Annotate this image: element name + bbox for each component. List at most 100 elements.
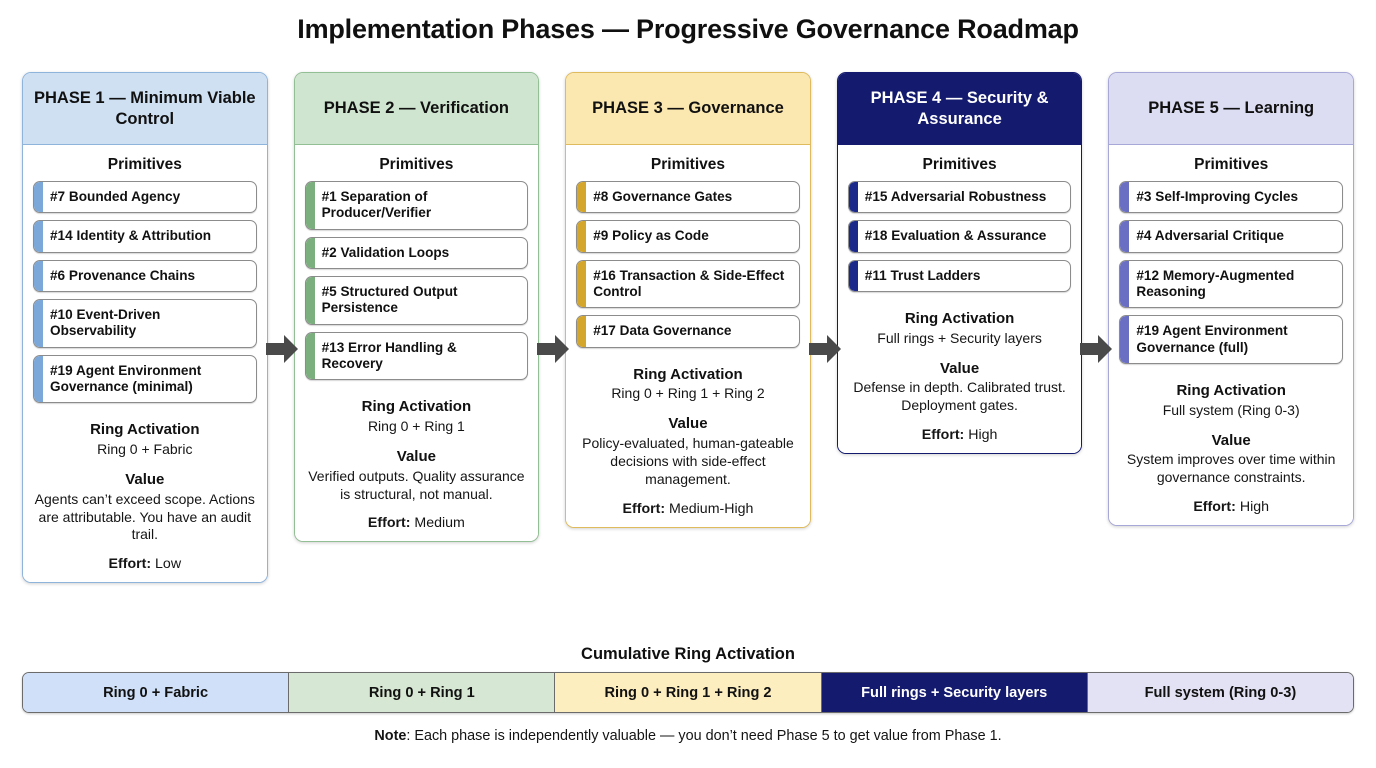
primitive-accent-bar bbox=[305, 276, 315, 324]
effort-label: Effort: bbox=[1193, 499, 1236, 516]
effort-row: Effort: Medium-High bbox=[576, 501, 800, 517]
primitive-chip[interactable]: #16 Transaction & Side-Effect Control bbox=[576, 259, 800, 309]
ring-activation-value: Full system (Ring 0-3) bbox=[1162, 401, 1300, 418]
primitive-label: #16 Transaction & Side-Effect Control bbox=[593, 267, 785, 299]
primitive-chip[interactable]: #15 Adversarial Robustness bbox=[847, 181, 1072, 214]
primitive-label: #6 Provenance Chains bbox=[50, 267, 196, 283]
primitive-label: #4 Adversarial Critique bbox=[1136, 228, 1284, 244]
effort-label: Effort: bbox=[622, 500, 666, 517]
primitive-accent-bar bbox=[1120, 260, 1130, 308]
phase-header-3: PHASE 3 — Governance bbox=[566, 73, 810, 145]
primitive-accent-bar bbox=[577, 182, 587, 213]
primitive-accent-bar bbox=[34, 182, 43, 213]
primitive-chip[interactable]: #7 Bounded Agency bbox=[33, 181, 257, 214]
primitive-chip[interactable]: #19 Agent Environment Governance (minima… bbox=[33, 354, 257, 404]
cumulative-segment-5[interactable]: Full system (Ring 0-3) bbox=[1087, 673, 1353, 712]
primitive-accent-bar bbox=[305, 182, 315, 229]
phase-body-1: Primitives#7 Bounded Agency#14 Identity … bbox=[23, 145, 267, 583]
primitive-label: #1 Separation of Producer/Verifier bbox=[321, 189, 432, 221]
phase-connector-1 bbox=[265, 72, 298, 630]
ring-activation-heading: Ring Activation bbox=[1176, 381, 1286, 399]
ring-activation-value: Ring 0 + Ring 1 + Ring 2 bbox=[611, 385, 765, 402]
primitive-chip[interactable]: #4 Adversarial Critique bbox=[1119, 220, 1343, 253]
arrow-right-icon bbox=[808, 335, 841, 363]
primitive-chip[interactable]: #6 Provenance Chains bbox=[33, 259, 257, 292]
primitive-accent-bar bbox=[848, 221, 858, 252]
value-heading: Value bbox=[125, 470, 165, 488]
phase-body-3: Primitives #8 Governance Gates #9 Policy a… bbox=[566, 145, 810, 527]
primitive-chip[interactable]: #1 Separation of Producer/Verifier bbox=[304, 181, 529, 230]
phase-header-2: PHASE 2 — Verification bbox=[294, 73, 539, 145]
primitive-chip[interactable]: #11 Trust Ladders bbox=[847, 259, 1072, 292]
primitive-accent-bar bbox=[577, 260, 587, 308]
phase-header-label: PHASE 1 — Minimum Viable Control bbox=[34, 89, 256, 128]
effort-value: High bbox=[1235, 499, 1270, 516]
footer-note: Note: Each phase is independently valuab… bbox=[0, 728, 1376, 744]
flex-spacer bbox=[33, 403, 257, 409]
effort-row: Effort: Medium bbox=[305, 515, 529, 531]
primitive-label: #17 Data Governance bbox=[593, 323, 732, 339]
flex-spacer bbox=[576, 348, 800, 354]
ring-activation-heading: Ring Activation bbox=[361, 398, 472, 416]
primitive-accent-bar bbox=[1120, 316, 1130, 363]
ring-activation-value: Ring 0 + Ring 1 bbox=[367, 417, 465, 434]
primitive-label: #13 Error Handling & Recovery bbox=[321, 339, 457, 371]
ring-activation-heading: Ring Activation bbox=[90, 421, 200, 439]
primitive-chip[interactable]: #13 Error Handling & Recovery bbox=[304, 331, 529, 381]
primitive-label: #19 Agent Environment Governance (full) bbox=[1136, 323, 1288, 355]
primitives-heading: Primitives bbox=[379, 156, 454, 173]
note-prefix: Note bbox=[374, 728, 407, 744]
primitive-accent-bar bbox=[1120, 182, 1130, 213]
effort-label: Effort: bbox=[108, 556, 152, 573]
primitive-label: #3 Self-Improving Cycles bbox=[1136, 189, 1299, 204]
primitive-chip[interactable]: #5 Structured Output Persistence bbox=[304, 275, 529, 325]
primitive-chip[interactable]: #12 Memory-Augmented Reasoning bbox=[1119, 259, 1343, 309]
primitive-accent-bar bbox=[305, 237, 315, 268]
cumulative-segment-label: Ring 0 + Ring 1 bbox=[368, 684, 475, 701]
phase-body-2: Primitives #1 Separation of Producer/Veri… bbox=[294, 145, 539, 542]
phase-connector-3 bbox=[808, 72, 841, 630]
primitive-chip[interactable]: #3 Self-Improving Cycles bbox=[1119, 181, 1343, 214]
primitive-chip[interactable]: #10 Event-Driven Observability bbox=[33, 298, 257, 348]
value-text: Agents can’t exceed scope. Actions are a… bbox=[34, 490, 255, 543]
primitive-label: #10 Event-Driven Observability bbox=[50, 306, 161, 339]
primitive-accent-bar bbox=[34, 355, 43, 403]
effort-value: Medium bbox=[410, 515, 465, 532]
primitive-chip[interactable]: #18 Evaluation & Assurance bbox=[847, 220, 1072, 253]
value-heading: Value bbox=[939, 359, 980, 377]
primitives-heading: Primitives bbox=[650, 156, 726, 173]
cumulative-segment-2[interactable]: Ring 0 + Ring 1 bbox=[289, 673, 556, 712]
primitive-label: #2 Validation Loops bbox=[321, 244, 450, 260]
primitive-chip[interactable]: #19 Agent Environment Governance (full) bbox=[1119, 315, 1343, 364]
primitive-label: #18 Evaluation & Assurance bbox=[864, 228, 1047, 244]
ring-activation-heading: Ring Activation bbox=[904, 309, 1015, 327]
primitive-chip[interactable]: #14 Identity & Attribution bbox=[33, 220, 257, 253]
primitive-chip[interactable]: #9 Policy as Code bbox=[576, 220, 800, 253]
cumulative-segment-4[interactable]: Full rings + Security layers bbox=[821, 673, 1088, 712]
primitive-label: #9 Policy as Code bbox=[593, 228, 709, 244]
primitive-accent-bar bbox=[577, 221, 587, 252]
primitive-list: #7 Bounded Agency #14 Identity & Attribut… bbox=[33, 181, 257, 404]
primitive-chip[interactable]: #2 Validation Loops bbox=[304, 236, 529, 269]
phase-header-5: PHASE 5 — Learning bbox=[1109, 73, 1353, 145]
cumulative-segment-1[interactable]: Ring 0 + Fabric bbox=[23, 673, 290, 712]
cumulative-segment-label: Ring 0 + Fabric bbox=[103, 684, 209, 701]
cumulative-segment-3[interactable]: Ring 0 + Ring 1 + Ring 2 bbox=[555, 673, 822, 712]
primitive-chip[interactable]: #8 Governance Gates bbox=[576, 181, 800, 214]
effort-value: Low bbox=[151, 556, 182, 573]
primitive-chip[interactable]: #17 Data Governance bbox=[576, 315, 800, 348]
primitives-heading: Primitives bbox=[922, 156, 997, 173]
phase-header-1: PHASE 1 — Minimum Viable Control bbox=[23, 73, 267, 145]
primitive-list: #8 Governance Gates #9 Policy as Code #16 … bbox=[576, 181, 800, 348]
primitive-list: #15 Adversarial Robustness #18 Evaluation… bbox=[847, 181, 1072, 292]
cumulative-segment-label: Full rings + Security layers bbox=[861, 684, 1048, 701]
